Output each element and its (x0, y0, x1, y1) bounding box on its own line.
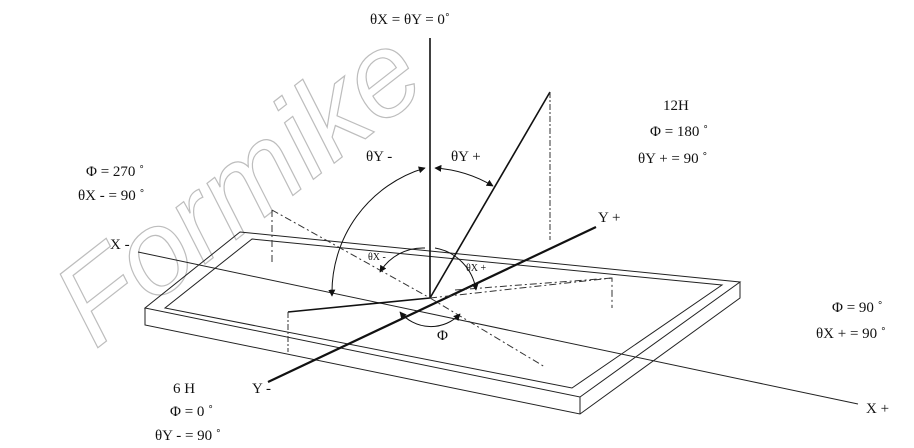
label-phi-270: Φ = 270 ˚ (86, 164, 144, 180)
label-x-plus: X + (866, 401, 889, 417)
label-top-axis: θX = θY = 0˚ (370, 12, 450, 28)
label-thy-minus: θY - (366, 149, 392, 165)
label-phi-0: Φ = 0 ˚ (170, 404, 213, 420)
label-x-minus: X - (110, 237, 130, 253)
label-phi-180: Φ = 180 ˚ (650, 124, 708, 140)
label-y-minus: Y - (252, 381, 271, 397)
label-6h: 6 H (173, 381, 195, 397)
label-y-plus: Y + (598, 210, 621, 226)
label-12h: 12H (663, 98, 689, 114)
label-thy-plus-90: θY + = 90 ˚ (638, 151, 707, 167)
y-axis-line (267, 226, 597, 383)
label-phi: Φ (437, 328, 448, 344)
tilt-line-x-minus (287, 297, 431, 313)
label-thx-plus: θX + (466, 263, 487, 274)
display-panel (143, 231, 742, 415)
angle-arcs (328, 164, 494, 328)
label-thx-plus-90: θX + = 90 ˚ (816, 326, 886, 342)
label-phi-90: Φ = 90 ˚ (832, 300, 883, 316)
label-thx-minus-90: θX - = 90 ˚ (78, 188, 144, 204)
label-thy-plus: θY + (451, 149, 481, 165)
label-thx-minus: θX - (368, 252, 386, 263)
label-thy-minus-90: θY - = 90 ˚ (155, 428, 221, 443)
tilt-line-12h (429, 91, 551, 299)
x-axis-line (137, 251, 859, 405)
